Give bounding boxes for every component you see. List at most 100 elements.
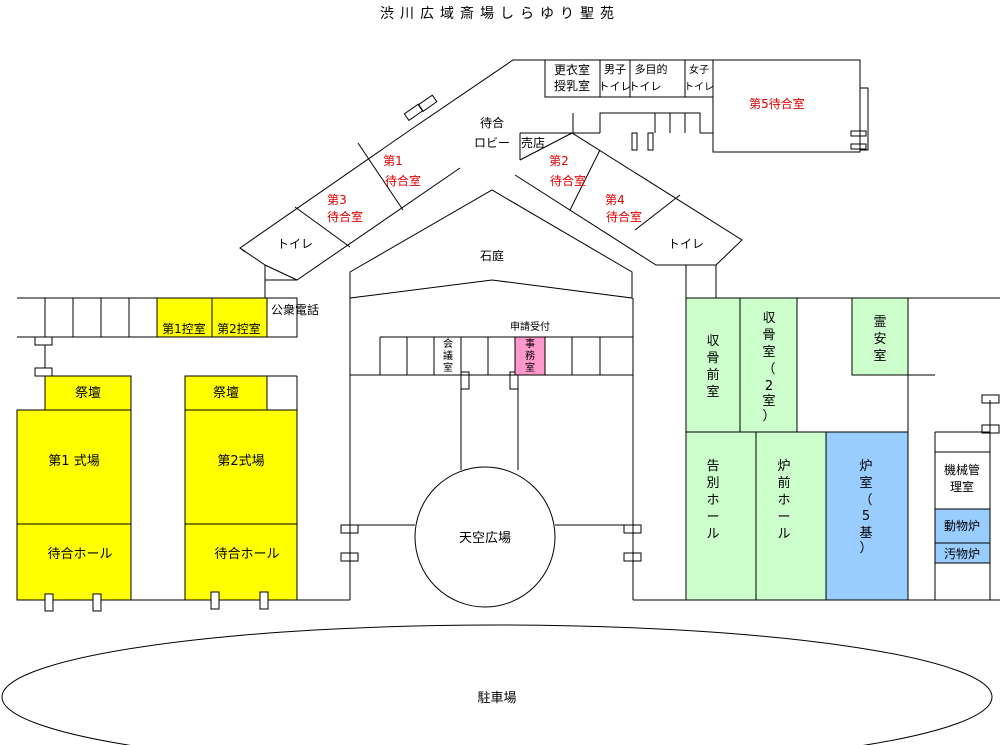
svg-text:（: （: [859, 493, 872, 508]
svg-text:2: 2: [765, 379, 773, 394]
bone-front-room: [685, 297, 741, 433]
changing-label-1: 更衣室: [554, 62, 590, 77]
lobby-label-2: ロビー: [474, 136, 510, 150]
svg-text:室: 室: [762, 393, 775, 409]
mens-toilet-label-2: トイレ: [599, 80, 632, 93]
svg-text:ル: ル: [706, 527, 719, 542]
stone-garden: [349, 189, 633, 299]
control-room-2-label: 第2控室: [217, 321, 261, 336]
bone-front-label: 収 骨 前 室: [706, 334, 719, 400]
svg-text:安: 安: [873, 332, 886, 347]
ceremony-hall-1-label: 第1 式場: [48, 454, 99, 469]
svg-text:室: 室: [873, 348, 886, 364]
svg-text:基: 基: [859, 526, 872, 541]
svg-text:前: 前: [777, 475, 790, 491]
svg-text:告: 告: [706, 459, 719, 474]
svg-text:室: 室: [859, 475, 872, 491]
svg-text:ー: ー: [777, 510, 790, 525]
svg-text:骨: 骨: [762, 328, 775, 343]
altar-1: [44, 375, 132, 411]
office-room: [514, 336, 546, 376]
multi-toilet-label-1: 多目的: [635, 62, 668, 76]
svg-text:）: ）: [859, 541, 872, 556]
waiting-room-2-label-2: 待合室: [550, 173, 586, 188]
svg-text:ホ: ホ: [706, 493, 719, 508]
womens-toilet-label-2: トイレ: [684, 82, 714, 93]
lobby-label-1: 待合: [480, 115, 504, 130]
control-room-1-label: 第1控室: [162, 321, 206, 336]
office-label-3: 室: [525, 361, 535, 374]
animal-furnace-label: 動物炉: [944, 519, 980, 533]
waiting-hall-2: [184, 523, 298, 601]
waiting-room-1-label-2: 待合室: [385, 173, 421, 188]
svg-text:ル: ル: [777, 527, 790, 542]
meeting-label-2: 議: [443, 349, 453, 362]
waste-furnace: [934, 542, 991, 564]
sky-plaza-circle: [414, 466, 556, 608]
ceremony-hall-2: [184, 409, 298, 525]
office-label-1: 事: [525, 337, 535, 350]
bone-collection-room: [739, 297, 798, 433]
waiting-hall-1-label: 待合ホール: [47, 547, 112, 562]
meeting-label-3: 室: [443, 361, 453, 374]
stone-garden-label: 石庭: [480, 248, 504, 263]
ceremony-hall-1: [16, 409, 132, 525]
altar-1-label: 祭壇: [75, 385, 101, 401]
map-title: 渋川広域斎場しらゆり聖苑: [380, 5, 620, 22]
changing-label-2: 授乳室: [554, 78, 590, 93]
machine-room-label-2: 理室: [950, 479, 974, 494]
svg-text:室: 室: [706, 384, 719, 400]
altar-2: [184, 375, 268, 411]
waiting-room-3-label-1: 第3: [327, 193, 347, 207]
bone-room-label: 収 骨 室 （ 2 室 ）: [762, 311, 775, 424]
left-wing-outline: [239, 127, 414, 298]
toilet-left-label: トイレ: [277, 237, 313, 251]
sky-plaza-label: 天空広場: [459, 531, 511, 546]
public-phone-label: 公衆電話: [271, 302, 319, 317]
office-label-2: 務: [525, 349, 535, 362]
waiting-hall-1: [16, 523, 132, 601]
multi-toilet-label-2: トイレ: [629, 80, 662, 93]
machine-room-label-1: 機械管: [944, 462, 980, 477]
svg-text:収: 収: [706, 334, 719, 349]
waiting-room-3-label-2: 待合室: [327, 209, 363, 224]
waiting-room-5-label: 第5待合室: [749, 96, 805, 111]
parking-lot: [1, 624, 993, 745]
svg-text:ー: ー: [706, 510, 719, 525]
svg-text:室: 室: [762, 344, 775, 360]
womens-toilet-label-1: 女子: [689, 63, 709, 76]
svg-text:炉: 炉: [859, 459, 872, 474]
furnace-room-label: 炉 室 （ 5 基 ）: [859, 459, 872, 556]
waiting-room-1-label-1: 第1: [383, 154, 403, 168]
svg-text:）: ）: [762, 409, 775, 424]
svg-text:骨: 骨: [706, 351, 719, 366]
reception-label: 申請受付: [510, 320, 550, 333]
toilet-right-label: トイレ: [668, 237, 704, 251]
control-room-2: [211, 297, 268, 338]
ceremony-hall-2-label: 第2式場: [217, 454, 264, 469]
waiting-room-4-label-2: 待合室: [606, 209, 642, 224]
waiting-room-5: [712, 59, 861, 153]
waiting-room-2-label-1: 第2: [549, 154, 569, 168]
farewell-hall: [685, 431, 757, 601]
waiting-hall-2-label: 待合ホール: [214, 547, 279, 562]
waiting-room-4-label-1: 第4: [605, 193, 625, 207]
altar-2-label: 祭壇: [213, 385, 239, 401]
svg-text:前: 前: [706, 367, 719, 383]
parking-label: 駐車場: [477, 691, 516, 706]
furnace-room: [825, 431, 909, 601]
spirit-room-label: 霊 安 室: [873, 315, 886, 364]
farewell-hall-label: 告 別 ホ ー ル: [706, 459, 719, 542]
spirit-room: [851, 297, 909, 376]
mens-toilet-label-1: 男子: [604, 63, 626, 76]
svg-text:霊: 霊: [873, 315, 886, 330]
svg-text:炉: 炉: [777, 459, 790, 474]
svg-text:ホ: ホ: [777, 493, 790, 508]
shop-label: 売店: [521, 135, 545, 150]
animal-furnace: [934, 508, 991, 544]
svg-text:別: 別: [706, 476, 719, 491]
waste-furnace-label: 汚物炉: [944, 547, 980, 561]
svg-text:収: 収: [762, 311, 775, 326]
furnace-front-label: 炉 前 ホ ー ル: [777, 459, 790, 542]
